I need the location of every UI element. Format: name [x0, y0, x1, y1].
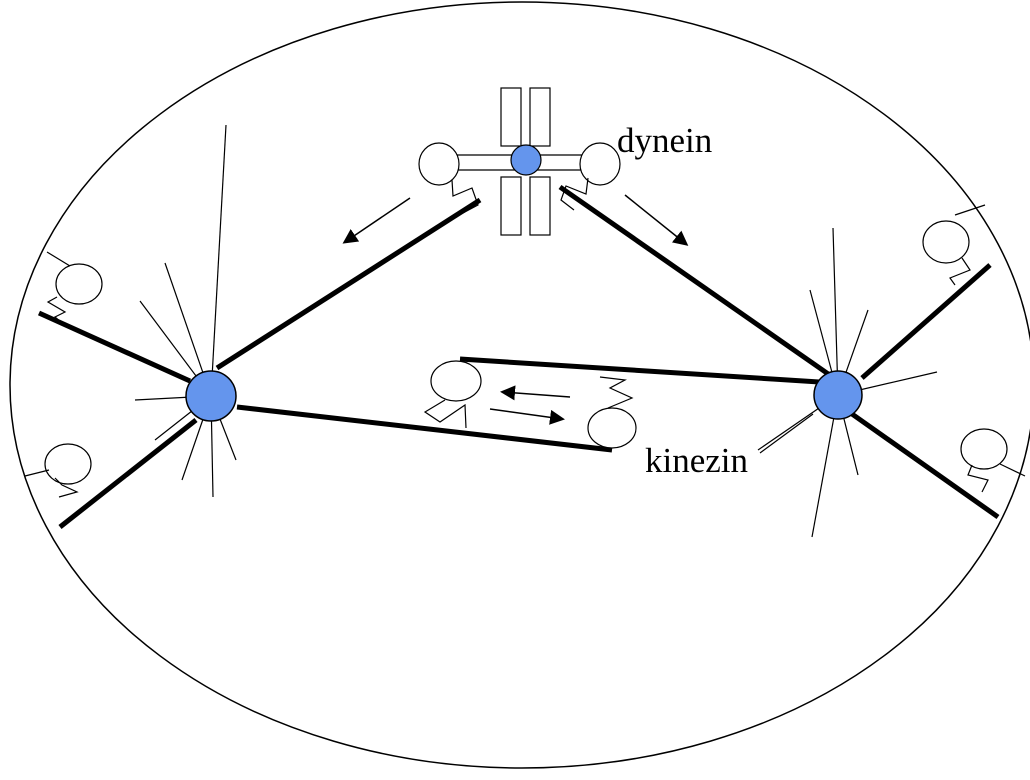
dynein-label: dynein	[617, 121, 713, 160]
left-centrosome	[185, 370, 237, 422]
arrow-left-down	[342, 197, 411, 244]
arrow-kinesin-left	[500, 385, 571, 401]
dynein-center-hub	[510, 144, 542, 176]
direction-arrows	[342, 194, 689, 425]
cell-membrane	[9, 1, 1030, 769]
left-motors	[24, 251, 103, 498]
dynein-complex	[418, 87, 621, 236]
left-astral-rays	[134, 124, 237, 498]
kinezin-label: kinezin	[645, 441, 749, 480]
arrow-right-down	[624, 194, 689, 246]
dynein-right-head	[579, 142, 621, 186]
right-motors	[922, 204, 1026, 493]
kinezin-pointer	[759, 413, 814, 454]
right-centrosome	[813, 370, 863, 420]
dynein-left-head	[418, 142, 460, 186]
central-kinesin	[423, 360, 637, 449]
microtubules	[37, 184, 1000, 529]
arrow-kinesin-right	[489, 408, 565, 425]
